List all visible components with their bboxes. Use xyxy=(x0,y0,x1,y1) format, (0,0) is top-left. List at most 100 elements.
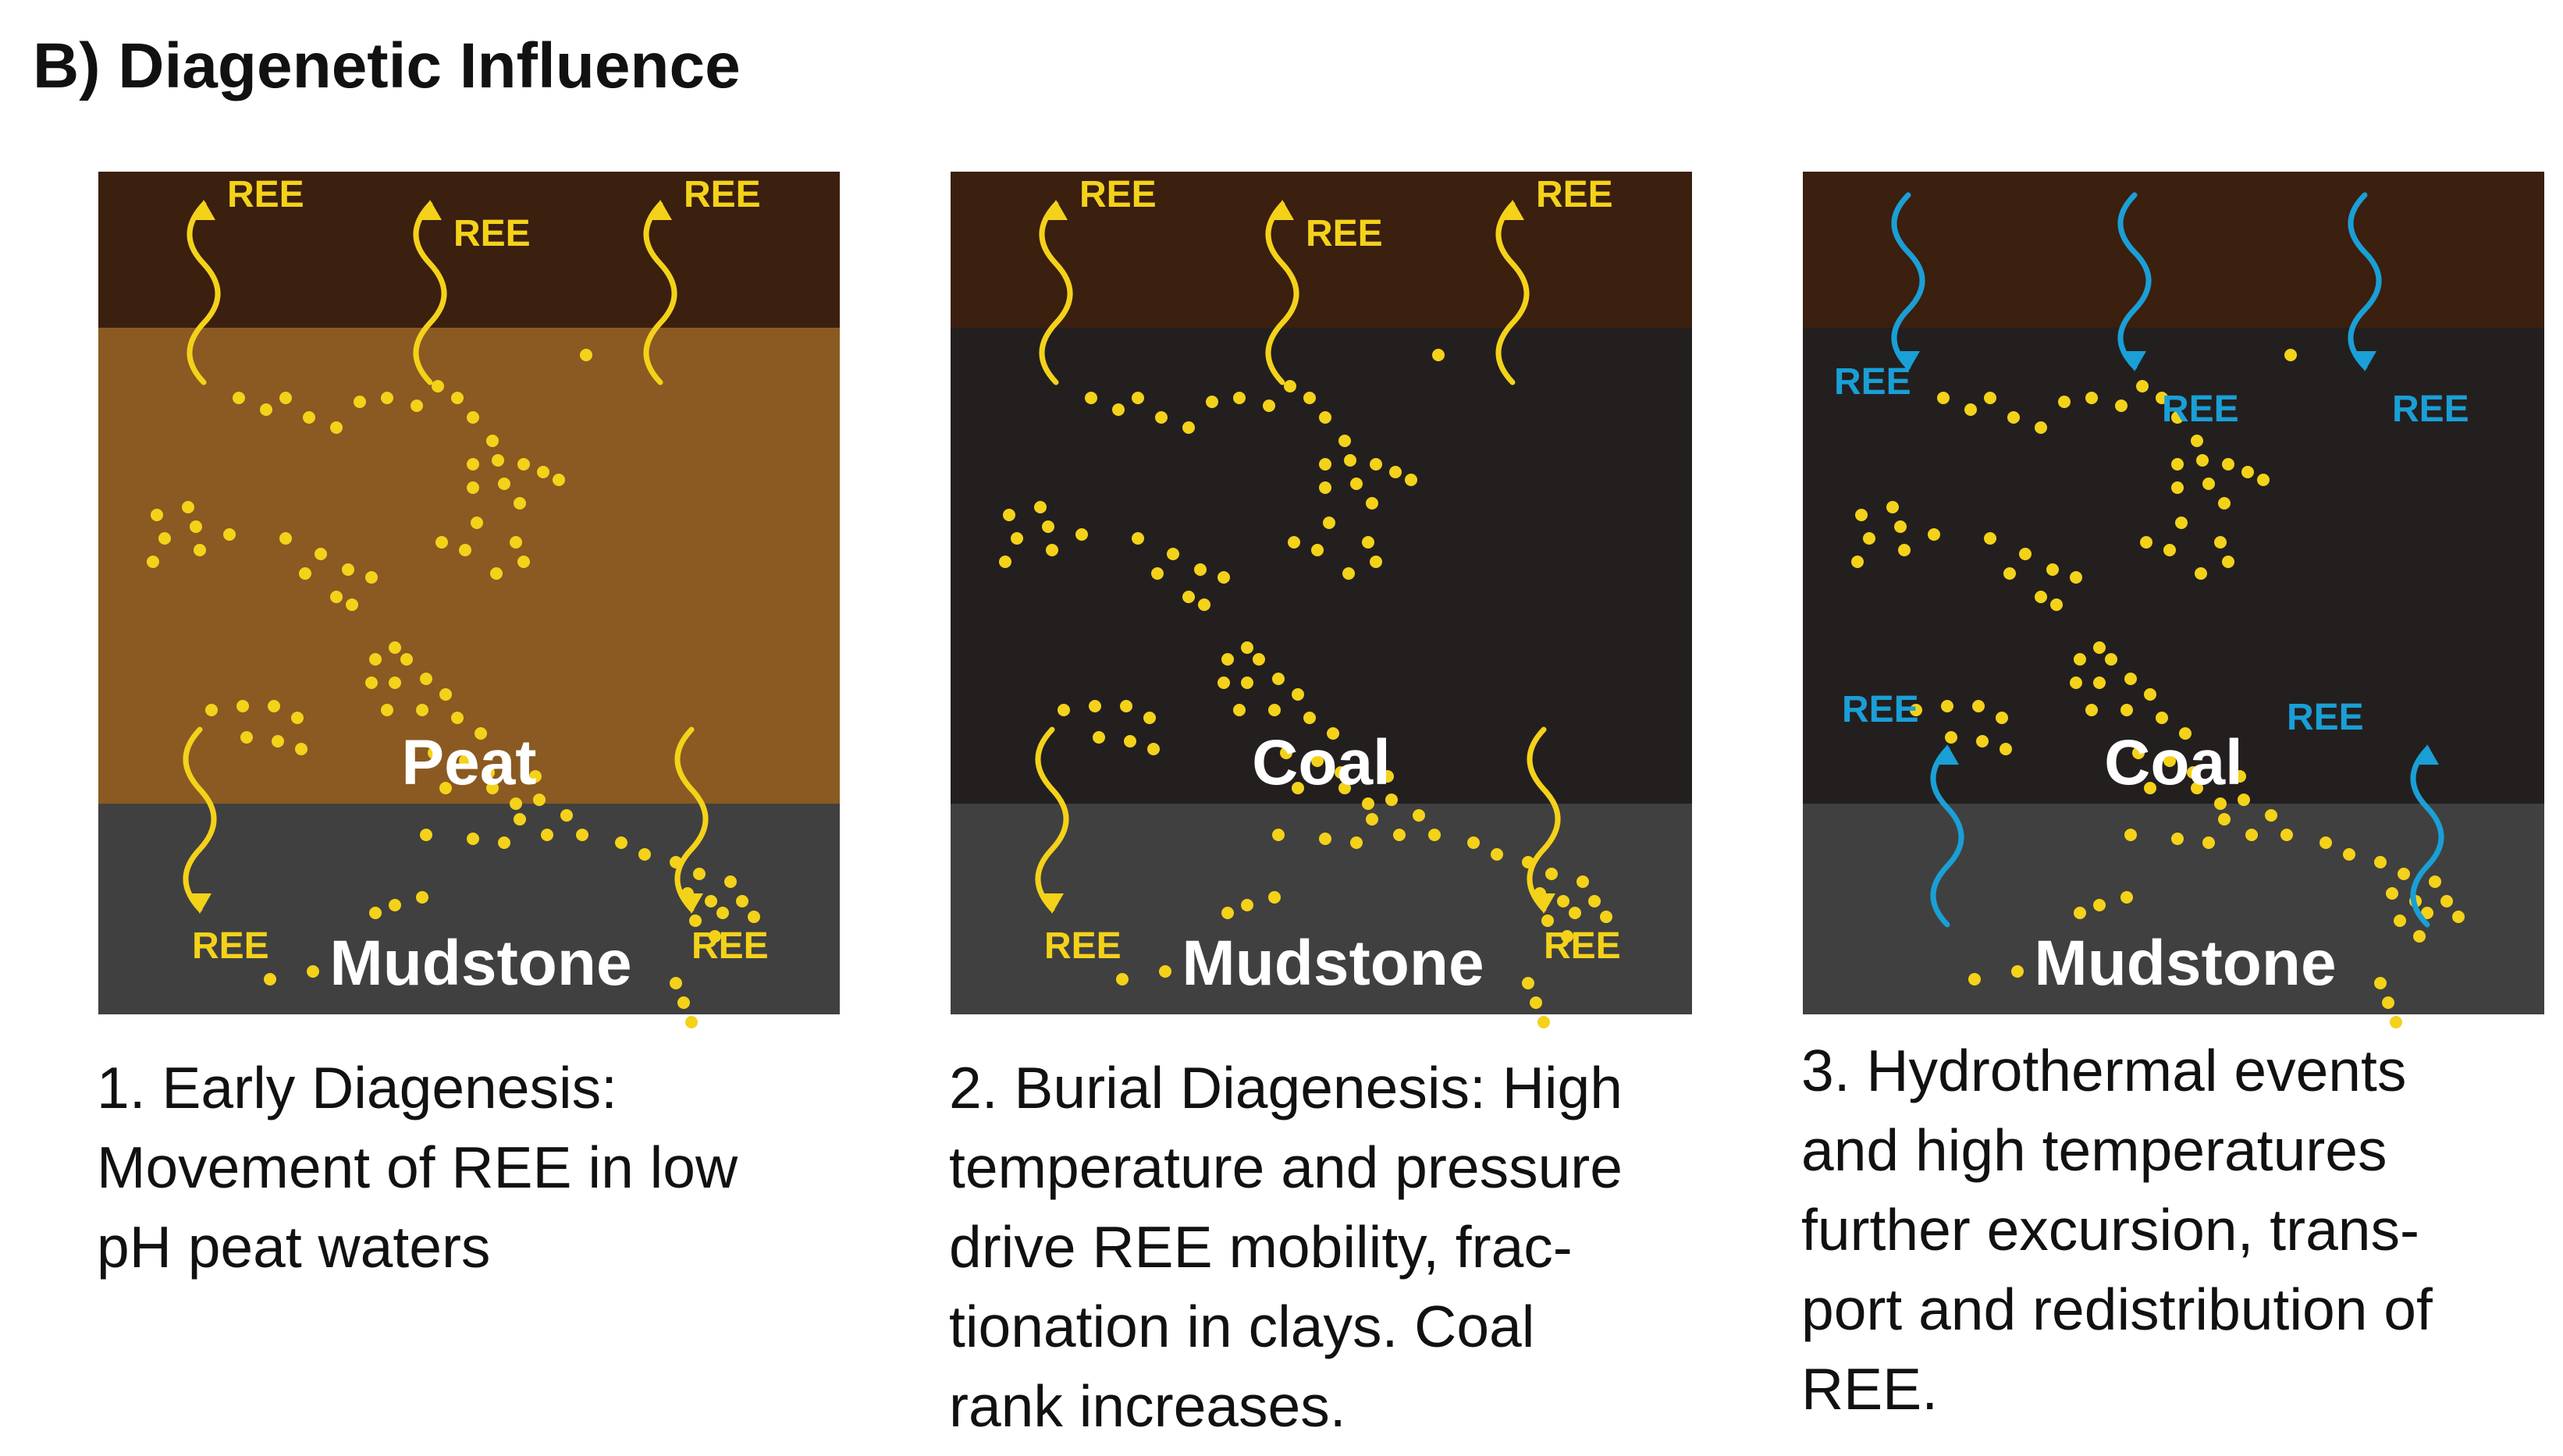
ree-particle xyxy=(2070,571,2082,584)
ree-particle xyxy=(1964,403,1977,416)
ree-particle xyxy=(299,567,311,580)
ree-particle xyxy=(1976,735,1989,748)
ree-particle xyxy=(416,891,428,904)
top-layer xyxy=(1803,172,2544,328)
coal-layer xyxy=(951,328,1692,804)
ree-particle xyxy=(1151,567,1164,580)
peat-layer xyxy=(98,328,840,804)
ree-arrow: REE xyxy=(2348,192,2469,430)
ree-particle xyxy=(1600,911,1612,923)
ree-arrow: REE xyxy=(1527,726,1621,967)
ree-arrow: REE xyxy=(1495,174,1613,385)
ree-particle xyxy=(1327,727,1339,740)
ree-particle xyxy=(1344,454,1356,467)
layer-label-coal: Coal xyxy=(2104,727,2243,798)
ree-particle xyxy=(389,899,401,911)
caption-line: 1. Early Diagenesis: xyxy=(97,1055,617,1120)
ree-particle xyxy=(205,704,218,716)
ree-particle xyxy=(1233,392,1246,404)
ree-arrow: REE xyxy=(1842,689,1964,928)
ree-particle xyxy=(1218,677,1230,689)
layer-label-coal: Coal xyxy=(1252,727,1391,798)
ree-particle xyxy=(2374,856,2387,868)
ree-particle xyxy=(2195,567,2207,580)
ree-particle xyxy=(467,481,479,494)
ree-particle xyxy=(420,829,432,841)
ree-particle xyxy=(2214,536,2227,549)
ree-particle xyxy=(1530,996,1542,1009)
ree-label: REE xyxy=(2392,389,2469,430)
ree-particle xyxy=(268,700,280,712)
ree-particle xyxy=(1046,544,1058,556)
figure-title: B) Diagenetic Influence xyxy=(33,30,741,101)
ree-particle xyxy=(439,688,452,701)
ree-particle xyxy=(1362,536,1374,549)
ree-particle xyxy=(354,396,366,408)
ree-particle xyxy=(2058,396,2071,408)
ree-particle xyxy=(2413,930,2426,943)
ree-particle xyxy=(365,677,378,689)
ree-particle xyxy=(233,392,245,404)
ree-particle xyxy=(1984,392,1996,404)
ree-particle xyxy=(685,1016,698,1028)
ree-particle xyxy=(1541,914,1554,927)
ree-particle xyxy=(2440,895,2453,907)
ree-particle xyxy=(295,743,307,755)
ree-particle xyxy=(1366,497,1378,510)
ree-particle xyxy=(2156,712,2168,724)
ree-particle xyxy=(389,677,401,689)
ree-arrow: REE xyxy=(1035,726,1122,967)
ree-particle xyxy=(190,520,202,533)
ree-particle xyxy=(182,501,194,513)
ree-particle xyxy=(1268,891,1281,904)
ree-particle xyxy=(236,700,249,712)
ree-particle xyxy=(369,653,382,666)
ree-particle xyxy=(2136,380,2149,392)
ree-particle xyxy=(486,782,499,794)
ree-particle xyxy=(2390,1016,2402,1028)
ree-particle xyxy=(529,770,542,783)
ree-particle xyxy=(1984,532,1996,545)
ree-particle xyxy=(517,556,530,568)
ree-arrow: REE xyxy=(183,726,269,967)
ree-particle xyxy=(1968,973,1981,985)
ree-particle xyxy=(2132,747,2145,759)
ree-particle xyxy=(1522,977,1534,989)
caption-line: 2. Burial Diagenesis: High xyxy=(949,1055,1623,1120)
ree-particle xyxy=(1393,829,1406,841)
ree-particle xyxy=(416,704,428,716)
ree-particle xyxy=(2452,911,2465,923)
ree-particle xyxy=(1350,478,1363,490)
ree-particle xyxy=(1058,704,1070,716)
ree-arrow: REE xyxy=(2117,192,2239,430)
ree-arrow: REE xyxy=(1834,192,1925,403)
ree-particle xyxy=(1182,421,1195,434)
ree-particle xyxy=(492,454,504,467)
caption-line: drive REE mobility, frac- xyxy=(949,1214,1573,1280)
ree-label: REE xyxy=(1536,174,1613,215)
ree-particle xyxy=(2382,996,2394,1009)
ree-particle xyxy=(451,392,464,404)
ree-particle xyxy=(369,907,382,919)
ree-particle xyxy=(1381,770,1394,783)
ree-particle xyxy=(459,544,471,556)
ree-label: REE xyxy=(192,925,269,967)
caption-line: pH peat waters xyxy=(97,1214,490,1280)
ree-particle xyxy=(2343,848,2355,861)
ree-particle xyxy=(2421,907,2433,919)
layer-label-mudstone: Mudstone xyxy=(2034,928,2336,999)
ree-particle xyxy=(1221,653,1234,666)
ree-particle xyxy=(2202,478,2215,490)
ree-particle xyxy=(1116,973,1129,985)
ree-particle xyxy=(1159,965,1171,978)
ree-particle xyxy=(2171,411,2184,424)
ree-particle xyxy=(1851,556,1864,568)
ree-particle xyxy=(1362,797,1374,810)
ree-particle xyxy=(2214,797,2227,810)
ree-particle xyxy=(330,591,343,603)
ree-particle xyxy=(1221,907,1234,919)
ree-particle xyxy=(1366,813,1378,826)
ree-particle xyxy=(486,435,499,447)
